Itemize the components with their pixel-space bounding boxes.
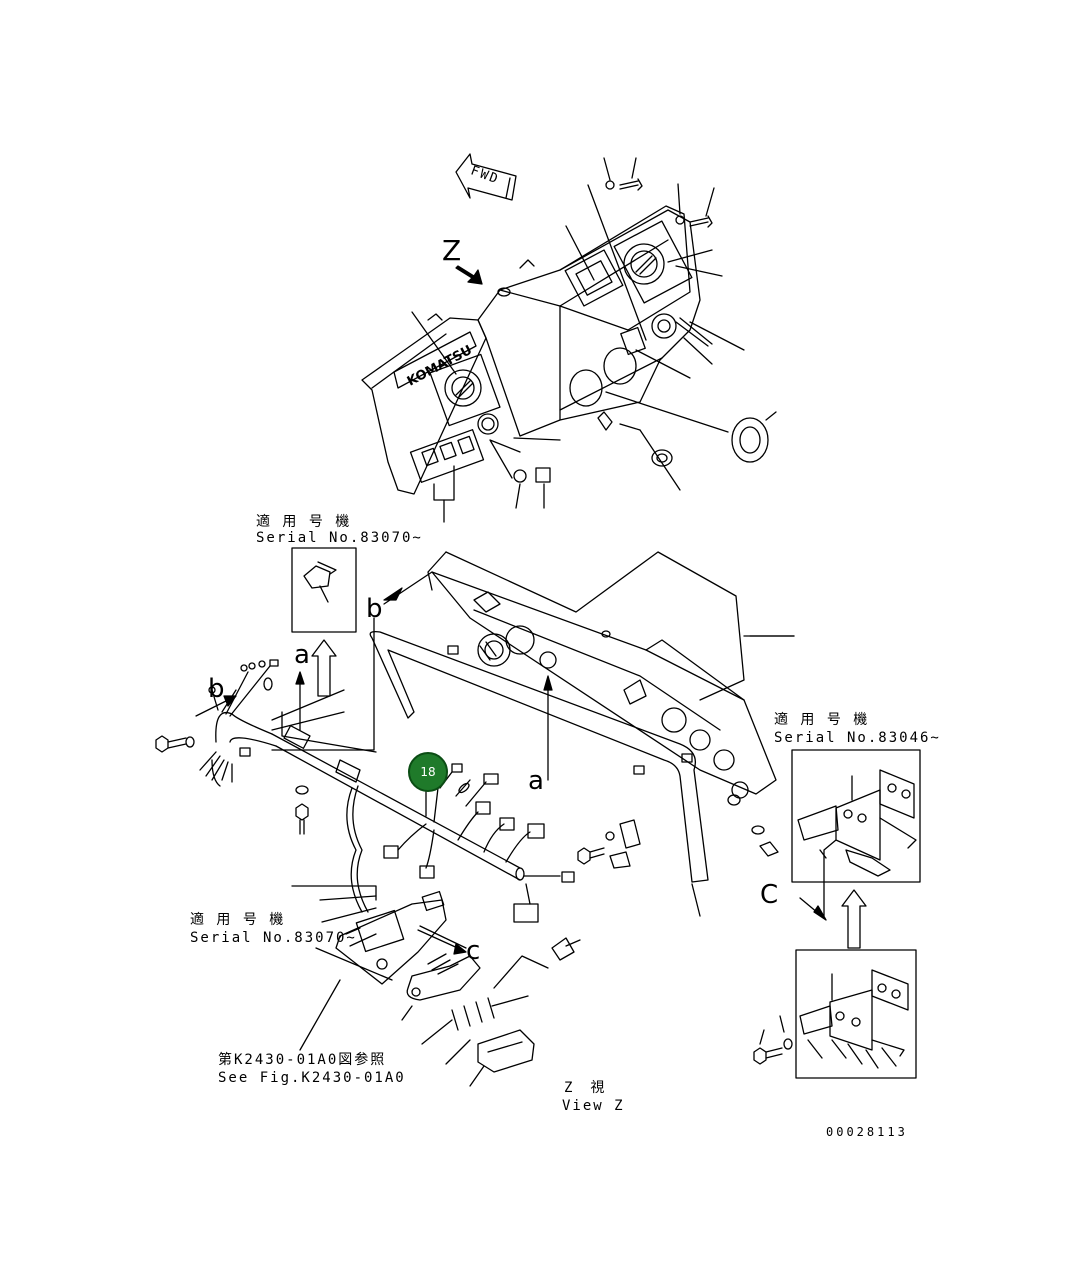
view-c-marker-right: C: [760, 880, 779, 910]
reference-jp: 第K2430-01A0図参照: [218, 1052, 387, 1068]
view-a-marker-lower: a: [528, 766, 544, 796]
instrument-panel-assembly: KOMATSU: [361, 157, 777, 523]
view-b-marker-lower: b: [208, 674, 225, 704]
brand-mark: KOMATSU: [405, 343, 475, 390]
view-arrow-icon: [455, 265, 483, 285]
view-b-marker-upper: b: [366, 594, 383, 624]
applicability-jp-2: 適 用 号 機: [774, 712, 870, 728]
callout-badge-icon[interactable]: 18: [408, 752, 448, 792]
view-z-marker: Z: [442, 234, 462, 267]
reference-en: See Fig.K2430-01A0: [218, 1070, 406, 1086]
inset-bracket-lower: [753, 949, 917, 1079]
view-label-en: View Z: [562, 1098, 625, 1114]
view-a-marker-upper: a: [294, 640, 310, 670]
applicability-serial-2: Serial No.83046~: [774, 730, 941, 746]
view-label-jp: Z 視: [564, 1080, 607, 1096]
fwd-arrow-icon: [455, 153, 517, 201]
applicability-jp-1: 適 用 号 機: [256, 514, 352, 530]
view-c-marker-lower: c: [466, 936, 481, 966]
applicability-serial-3: Serial No.83070~: [190, 930, 357, 946]
inset-serial-83070-upper: [291, 547, 357, 633]
panel-and-harness: [155, 551, 795, 1087]
inset-serial-83046: [791, 749, 921, 949]
applicability-jp-3: 適 用 号 機: [190, 912, 286, 928]
applicability-serial-1: Serial No.83070~: [256, 530, 423, 546]
view-a-arrows: [195, 571, 827, 955]
drawing-number: 00028113: [826, 1125, 908, 1139]
